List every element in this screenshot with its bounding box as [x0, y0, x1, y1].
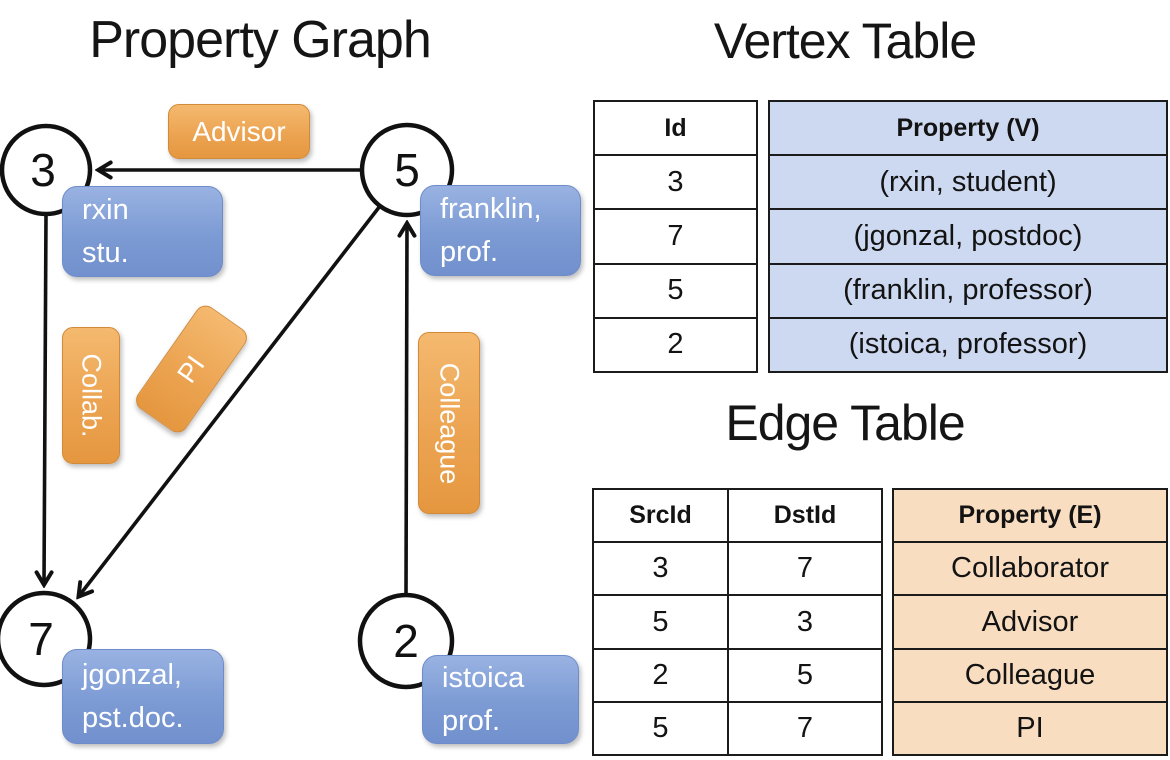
vertex-prop-7-line2: pst.doc.: [82, 701, 184, 734]
table-row: PI: [894, 700, 1166, 755]
vertex-id-2: 2: [393, 615, 419, 667]
table-row: (franklin, professor): [770, 262, 1166, 317]
table-row: 2 5: [594, 647, 881, 701]
edge-3-to-7-collab: [44, 213, 46, 584]
table-row: 7: [595, 208, 756, 262]
table-row: 3: [595, 154, 756, 208]
table-row: Collaborator: [894, 541, 1166, 595]
vertex-table-property-column: Property (V) (rxin, student) (jgonzal, p…: [768, 100, 1168, 373]
table-row: 2: [595, 316, 756, 371]
vertex-id-cell: 7: [667, 220, 684, 252]
table-row: 5 7: [594, 700, 881, 755]
edge-label-collab: Collab.: [62, 327, 120, 464]
table-row: 3 7: [594, 541, 881, 595]
vertex-prop-box-7: jgonzal, pst.doc.: [62, 649, 224, 744]
edge-srcid-cell: 2: [652, 658, 669, 691]
table-row: Advisor: [894, 594, 1166, 648]
table-row: 5 3: [594, 594, 881, 648]
edge-srcid-cell: 5: [652, 711, 669, 744]
vertex-table-id-column: Id 3 7 5 2: [593, 100, 758, 373]
edge-table-header-dstid: DstId: [727, 490, 881, 542]
graph-title: Property Graph: [89, 11, 432, 69]
table-row: 5: [595, 262, 756, 317]
edge-table-property-column: Property (E) Collaborator Advisor Collea…: [892, 488, 1168, 756]
edge-property-cell: Advisor: [894, 596, 1166, 648]
edge-2-to-5-colleague: [406, 224, 407, 596]
edge-dstid-cell: 7: [727, 702, 881, 755]
vertex-table-header-property: Property (V): [770, 102, 1166, 155]
vertex-prop-7-line1: jgonzal,: [82, 659, 182, 692]
table-row: Colleague: [894, 647, 1166, 701]
vertex-prop-2-line2: prof.: [442, 704, 501, 737]
vertex-prop-3-line2: stu.: [82, 236, 129, 269]
edge-property-cell: Collaborator: [894, 543, 1166, 595]
vertex-id-5: 5: [394, 144, 420, 196]
edge-label-advisor-text: Advisor: [192, 115, 286, 147]
vertex-property-cell: (jgonzal, postdoc): [770, 210, 1166, 263]
vertex-id-cell: 2: [667, 328, 684, 361]
vertex-prop-box-2: istoica prof.: [422, 655, 579, 744]
table-row: (jgonzal, postdoc): [770, 208, 1166, 263]
vertex-property-cell: (franklin, professor): [770, 264, 1166, 317]
edge-table-header-srcid: SrcId: [629, 501, 692, 530]
edge-srcid-cell: 3: [652, 552, 669, 585]
edge-property-cell: PI: [894, 702, 1166, 755]
edge-dstid-cell: 7: [727, 543, 881, 595]
edge-label-pi-text: PI: [171, 349, 211, 388]
vertex-property-cell: (istoica, professor): [770, 318, 1166, 372]
vertex-table-title: Vertex Table: [713, 13, 977, 69]
vertex-id-cell: 3: [667, 165, 684, 198]
edge-label-colleague: Colleague: [418, 332, 480, 514]
edge-srcid-cell: 5: [652, 605, 669, 638]
edge-label-colleague-text: Colleague: [434, 362, 465, 484]
vertex-prop-box-5: franklin, prof.: [420, 185, 581, 276]
vertex-id-3: 3: [30, 144, 56, 196]
vertex-table-header-id: Id: [664, 113, 687, 142]
edge-dstid-cell: 5: [727, 649, 881, 701]
vertex-prop-2-line1: istoica: [442, 662, 525, 695]
edge-table-id-columns: SrcId DstId 3 7 5 3 2 5 5 7: [592, 488, 883, 756]
edge-table-title: Edge Table: [725, 395, 965, 451]
table-row: (istoica, professor): [770, 316, 1166, 372]
edge-property-cell: Colleague: [894, 649, 1166, 701]
vertex-prop-5-line1: franklin,: [440, 193, 542, 226]
vertex-property-cell: (rxin, student): [770, 156, 1166, 209]
edge-5-to-7-pi: [79, 204, 382, 596]
vertex-prop-box-3: rxin stu.: [62, 186, 223, 277]
edge-label-advisor: Advisor: [168, 104, 310, 159]
edge-dstid-cell: 3: [727, 596, 881, 648]
vertex-prop-5-line2: prof.: [440, 235, 499, 268]
edge-table-header-property: Property (E): [894, 490, 1166, 542]
vertex-id-7: 7: [28, 613, 54, 665]
edge-label-collab-text: Collab.: [76, 353, 107, 438]
vertex-prop-3-line1: rxin: [82, 194, 129, 227]
vertex-id-cell: 5: [667, 274, 684, 307]
table-row: (rxin, student): [770, 154, 1166, 209]
